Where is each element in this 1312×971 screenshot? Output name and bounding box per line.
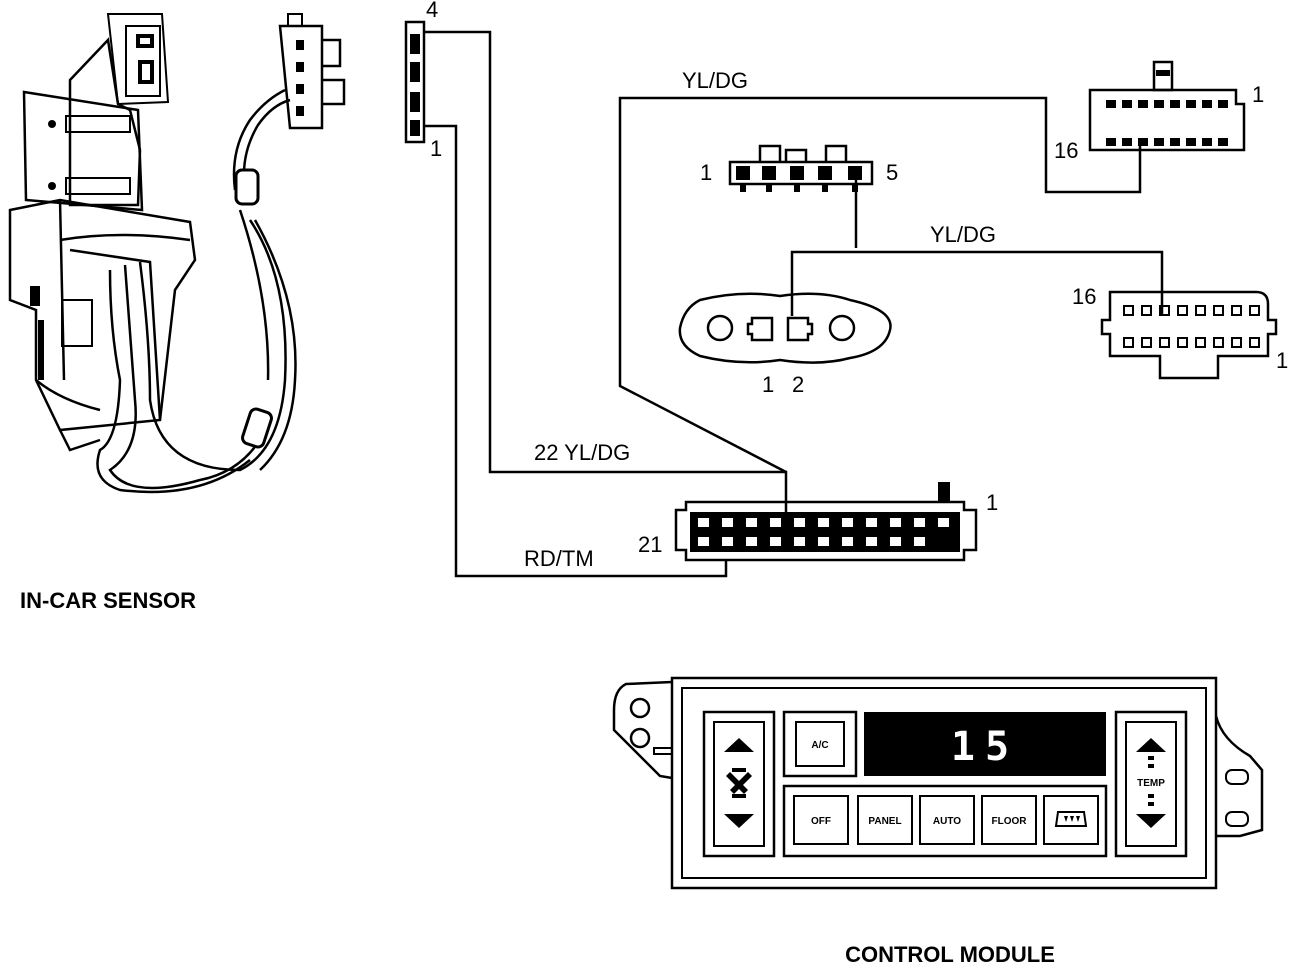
bottom-16pin-connector xyxy=(1100,290,1278,380)
pin-label-4: 4 xyxy=(426,0,438,22)
off-button: OFF xyxy=(811,816,831,827)
bottom-16pin-label-16: 16 xyxy=(1072,284,1096,309)
wire-label-22-yl-dg: 22 YL/DG xyxy=(534,440,630,465)
connector-21pin xyxy=(674,482,978,562)
in-car-sensor-drawing xyxy=(8,13,346,494)
pin-label-1: 1 xyxy=(430,136,442,161)
sensor-top-housing xyxy=(106,13,170,106)
ac-button: A/C xyxy=(811,740,828,751)
connector-5pin xyxy=(728,144,874,192)
connector-5pin-label-1: 1 xyxy=(700,160,712,185)
control-module xyxy=(612,676,1264,890)
panel-button: PANEL xyxy=(868,816,901,827)
sensor-top-plug xyxy=(125,25,161,97)
left-mount-ear xyxy=(612,680,673,780)
in-car-sensor-title: IN-CAR SENSOR xyxy=(20,588,196,613)
wire-label-rd-tm: RD/TM xyxy=(524,546,594,571)
bottom-16pin-label-1: 1 xyxy=(1276,348,1288,373)
temp-rocker-label: TEMP xyxy=(1137,778,1165,789)
sensor-4pin-connector xyxy=(404,20,426,144)
round-2pin-connector xyxy=(678,292,892,364)
top-16pin-connector xyxy=(1088,60,1246,152)
control-module-title: CONTROL MODULE xyxy=(845,942,1055,966)
sensor-back-plate xyxy=(22,90,144,212)
connector-5pin-label-5: 5 xyxy=(886,160,898,185)
wire-yl-dg-mid xyxy=(790,250,1164,316)
temperature-display xyxy=(864,712,1106,776)
round-label-1: 1 xyxy=(762,372,774,397)
right-mount-ear xyxy=(1214,715,1264,838)
top-16pin-label-16: 16 xyxy=(1054,138,1078,163)
wire-yl-dg-top xyxy=(618,96,1142,474)
sensor-harness xyxy=(96,269,251,494)
harness-connector xyxy=(278,24,324,130)
top-16pin-label-1: 1 xyxy=(1252,82,1264,107)
defrost-icon xyxy=(1054,811,1088,827)
round-label-2: 2 xyxy=(792,372,804,397)
connector-21pin-label-1: 1 xyxy=(986,490,998,515)
connector-21pin-label-21: 21 xyxy=(638,532,662,557)
wire-label-yl-dg-mid: YL/DG xyxy=(930,222,996,247)
wire-label-yl-dg-top: YL/DG xyxy=(682,68,748,93)
wires xyxy=(424,30,1164,578)
display-value: 15 xyxy=(951,724,1019,770)
wire-rd-tm xyxy=(424,124,728,578)
wire-22-yl-dg xyxy=(424,30,788,512)
floor-button: FLOOR xyxy=(992,816,1028,827)
auto-button: AUTO xyxy=(933,816,961,827)
